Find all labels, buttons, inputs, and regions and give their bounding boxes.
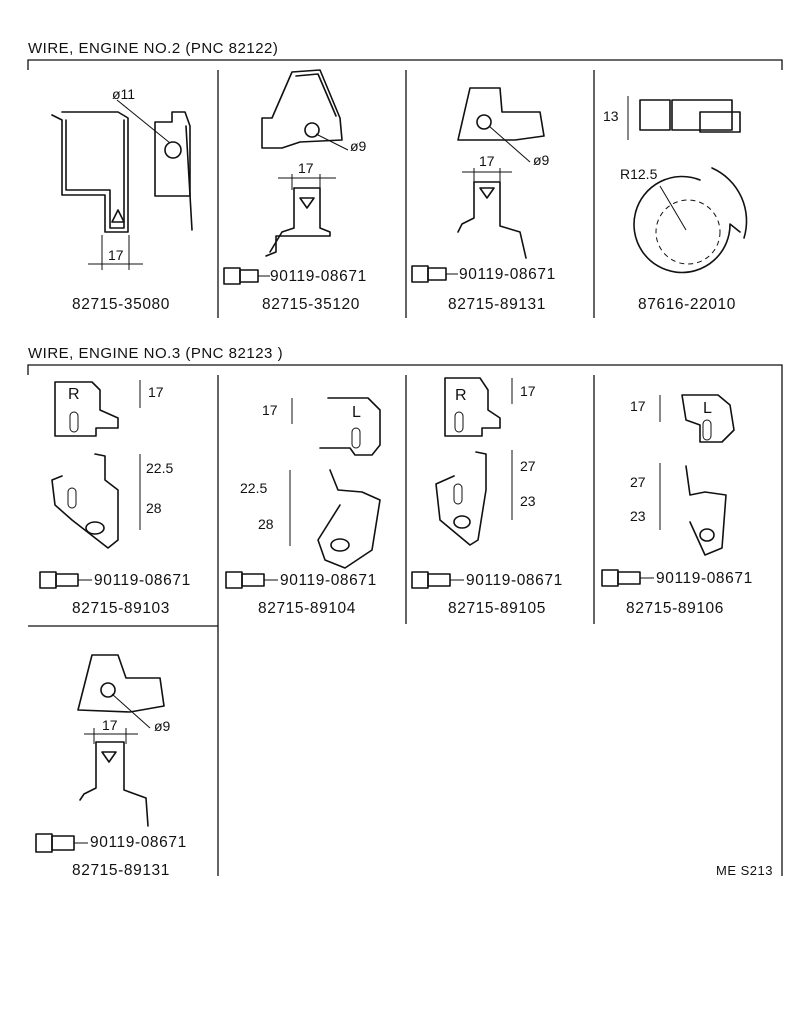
p5-dim-a: 17: [148, 384, 164, 400]
reference-code: ME S213: [716, 863, 773, 878]
p5-bolt-number: 90119-08671: [94, 572, 191, 589]
p8-dim-c: 23: [630, 508, 646, 524]
p9-part-number: 82715-89131: [72, 862, 170, 879]
clip-87616-22010: [627, 96, 748, 274]
p2-bolt-number: 90119-08671: [270, 268, 367, 285]
bracket-82715-89103: [39, 380, 141, 589]
p7-dim-a: 17: [520, 383, 536, 399]
p5-letter: R: [68, 386, 80, 403]
p2-part-number: 82715-35120: [262, 296, 360, 313]
p6-part-number: 82715-89104: [258, 600, 356, 617]
p4-dim-height: 13: [603, 108, 619, 124]
p3-dim-hole: ø9: [533, 152, 550, 168]
frame-section-1: [27, 59, 783, 318]
bracket-82715-89106: [601, 394, 735, 587]
bolt-icon: [601, 569, 654, 587]
p3-dim-width: 17: [479, 153, 495, 169]
bracket-82715-89131-top: [411, 87, 545, 283]
p6-dim-b: 22.5: [240, 480, 268, 496]
p2-dim-width: 17: [298, 160, 314, 176]
bracket-82715-89131-bottom: [35, 654, 165, 853]
p1-dim-hole: ø11: [112, 86, 136, 102]
p6-bolt-number: 90119-08671: [280, 572, 377, 589]
p4-dim-radius: R12.5: [620, 166, 658, 182]
p5-dim-b: 22.5: [146, 460, 174, 476]
bracket-82715-89104: [225, 397, 381, 589]
p8-bolt-number: 90119-08671: [656, 570, 753, 587]
p5-part-number: 82715-89103: [72, 600, 170, 617]
p8-part-number: 82715-89106: [626, 600, 724, 617]
p7-dim-c: 23: [520, 493, 536, 509]
p7-letter: R: [455, 387, 467, 404]
p3-bolt-number: 90119-08671: [459, 266, 556, 283]
p4-part-number: 87616-22010: [638, 296, 736, 313]
p7-bolt-number: 90119-08671: [466, 572, 563, 589]
p8-letter: L: [703, 400, 712, 417]
section-title-no3: WIRE, ENGINE NO.3 (PNC 82123 ): [28, 345, 284, 362]
p6-dim-c: 28: [258, 516, 274, 532]
p3-part-number: 82715-89131: [448, 296, 546, 313]
p8-dim-b: 27: [630, 474, 646, 490]
p5-dim-c: 28: [146, 500, 162, 516]
bolt-icon: [411, 571, 464, 589]
frame-section-2: [27, 364, 783, 876]
p7-dim-b: 27: [520, 458, 536, 474]
bolt-icon: [225, 571, 278, 589]
p2-dim-hole: ø9: [350, 138, 367, 154]
p6-dim-a: 17: [262, 402, 278, 418]
bolt-icon: [35, 833, 88, 853]
p9-dim-width: 17: [102, 717, 118, 733]
bracket-82715-35080: [51, 99, 193, 270]
bracket-82715-35120: [223, 69, 349, 285]
bracket-82715-89105: [411, 377, 513, 589]
p8-dim-a: 17: [630, 398, 646, 414]
bolt-icon: [223, 267, 270, 285]
section-title-no2: WIRE, ENGINE NO.2 (PNC 82122): [28, 40, 279, 57]
p7-part-number: 82715-89105: [448, 600, 546, 617]
p9-dim-hole: ø9: [154, 718, 171, 734]
p9-bolt-number: 90119-08671: [90, 834, 187, 851]
bolt-icon: [411, 265, 458, 283]
p1-dim-width: 17: [108, 247, 124, 263]
bolt-icon: [39, 571, 92, 589]
p6-letter: L: [352, 404, 361, 421]
p1-part-number: 82715-35080: [72, 296, 170, 313]
